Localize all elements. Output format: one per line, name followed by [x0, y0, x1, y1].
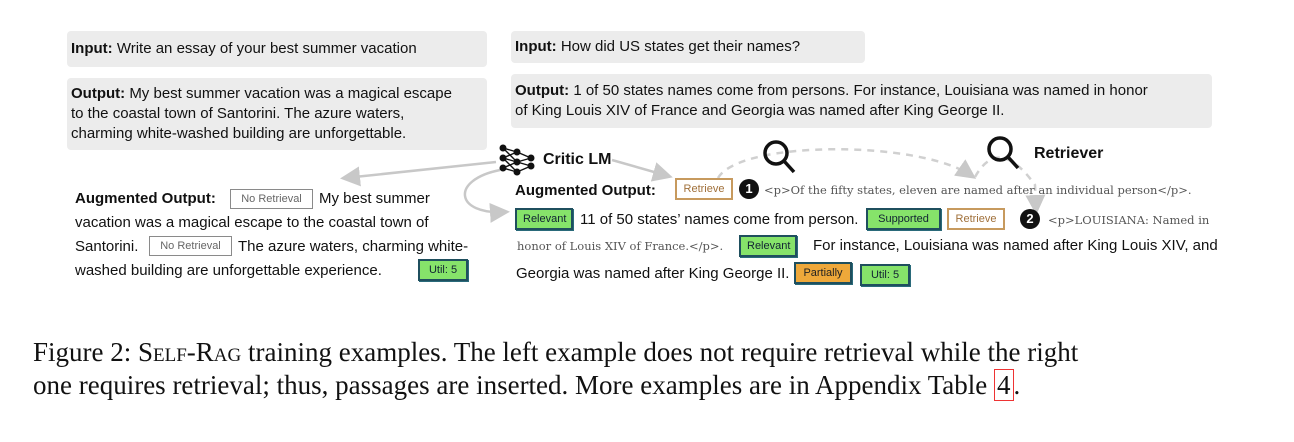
right-seg-1: 11 of 50 states’ names come from person. [580, 211, 859, 228]
step-1-marker: 1 [739, 179, 759, 199]
tag-retrieve: Retrieve [947, 208, 1005, 230]
caption-line-2: one requires retrieval; thus, passages a… [33, 370, 995, 400]
magnifier-icon [763, 140, 796, 174]
left-aug-line-3b: The azure waters, charming white- [238, 238, 469, 255]
right-input-text: How did US states get their names? [560, 38, 801, 55]
left-output-box: Output: My best summer vacation was a ma… [67, 78, 487, 150]
left-aug-line-3a: Santorini. [75, 238, 139, 255]
right-output-line-2: of King Louis XIV of France and Georgia … [515, 102, 1005, 119]
retriever-magnifier-icon [987, 136, 1020, 170]
caption-line-1: training examples. The left example does… [241, 337, 1079, 367]
left-output-line-2: to the coastal town of Santorini. The az… [71, 105, 405, 122]
left-aug-line-1: My best summer [319, 190, 430, 207]
caption-end: . [1013, 370, 1021, 400]
left-input-box: Input: Write an essay of your best summe… [67, 31, 487, 67]
right-seg-2: For instance, Louisiana was named after … [813, 237, 1218, 254]
retriever-label: Retriever [1034, 145, 1104, 162]
tag-relevant: Relevant [739, 235, 797, 257]
arrow-critic-to-left [340, 160, 497, 187]
dashed-arc-left [716, 148, 977, 179]
tag-no-retrieval: No Retrieval [230, 189, 313, 209]
arrow-critic-ahead [611, 158, 673, 182]
tag-partially: Partially [794, 262, 852, 284]
tag-util: Util: 5 [418, 259, 468, 281]
left-aug-line-2: vacation was a magical escape to the coa… [75, 214, 429, 231]
neural-network-icon [499, 144, 535, 176]
left-aug-line-4: washed building are unforgettable experi… [75, 262, 382, 279]
left-output-line-1: My best summer vacation was a magical es… [129, 85, 452, 102]
right-output-box: Output: 1 of 50 states names come from p… [511, 74, 1212, 128]
retrieved-passage-2a: <p>LOUISIANA: Named in [1048, 213, 1210, 227]
tag-supported: Supported [866, 208, 941, 230]
caption-prefix: Figure 2: [33, 337, 138, 367]
right-output-label: Output: [515, 82, 570, 99]
retrieved-passage-1: <p>Of the fifty states, eleven are named… [764, 183, 1192, 197]
tag-util: Util: 5 [860, 264, 910, 286]
right-output-line-1: 1 of 50 states names come from persons. … [573, 82, 1148, 99]
right-input-label: Input: [515, 38, 557, 55]
critic-lm-label: Critic LM [543, 151, 612, 168]
left-input-label: Input: [71, 40, 113, 57]
tag-no-retrieval: No Retrieval [149, 236, 232, 256]
step-2-marker: 2 [1020, 209, 1040, 229]
left-output-line-3: charming white-washed building are unfor… [71, 125, 407, 142]
left-output-label: Output: [71, 85, 126, 102]
arrow-critic-to-right [463, 168, 510, 223]
tag-relevant: Relevant [515, 208, 573, 230]
right-aug-label: Augmented Output: [515, 182, 656, 199]
caption-method-name: Self-Rag [138, 337, 242, 367]
left-aug-label: Augmented Output: [75, 190, 216, 207]
figure-caption: Figure 2: Self-Rag training examples. Th… [33, 336, 1273, 402]
right-input-box: Input: How did US states get their names… [511, 31, 865, 63]
tag-retrieve: Retrieve [675, 178, 733, 200]
left-input-text: Write an essay of your best summer vacat… [116, 40, 417, 57]
table-reference-link[interactable]: 4 [994, 369, 1014, 401]
retrieved-passage-2b: honor of Louis XIV of France.</p>. [517, 239, 724, 253]
right-seg-3: Georgia was named after King George II. [516, 265, 790, 282]
